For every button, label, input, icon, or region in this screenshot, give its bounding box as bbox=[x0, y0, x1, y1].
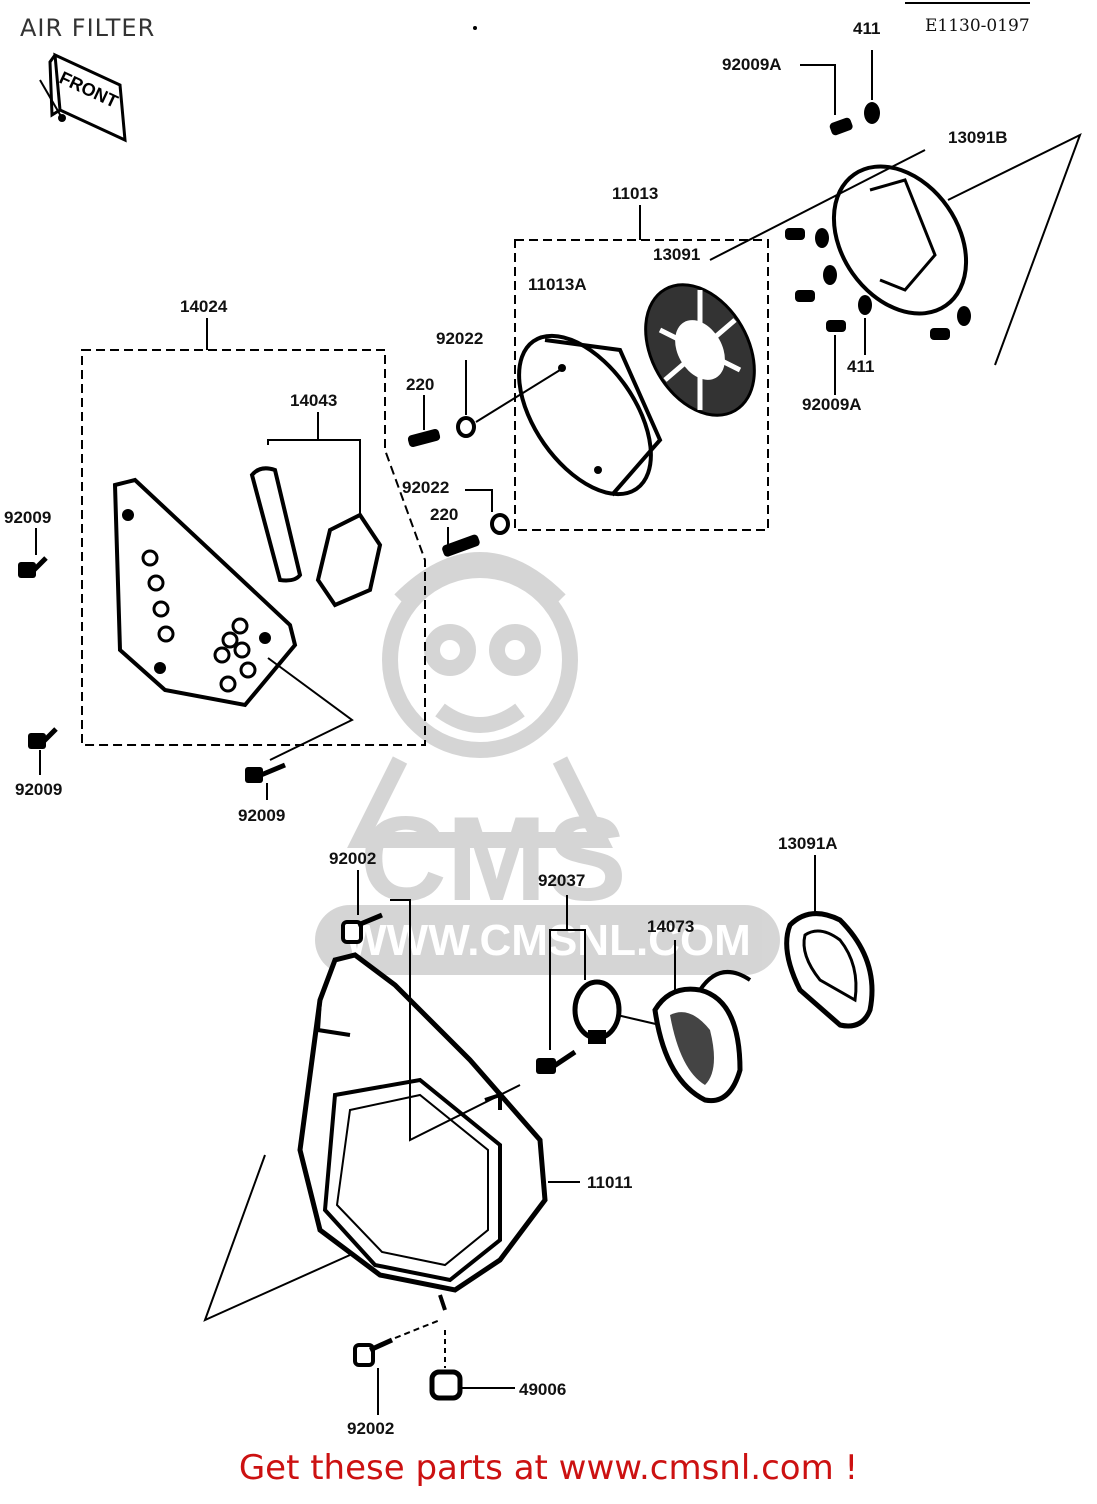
scan-dot bbox=[473, 26, 477, 30]
label-92022-upper: 92022 bbox=[436, 329, 483, 348]
label-92009-left-upper: 92009 bbox=[4, 508, 51, 527]
page-title: AIR FILTER bbox=[20, 14, 156, 42]
clamp-92037 bbox=[536, 895, 661, 1074]
plate-13091b bbox=[709, 132, 1082, 366]
front-direction-mark: FRONT bbox=[39, 52, 127, 143]
label-14043: 14043 bbox=[290, 391, 337, 410]
gasket-13091a bbox=[784, 855, 875, 1029]
label-92009-center: 92009 bbox=[238, 806, 285, 825]
label-92002-lower: 92002 bbox=[347, 1419, 394, 1438]
label-411-lower: 411 bbox=[847, 357, 874, 376]
label-92009a-lower: 92009A bbox=[802, 395, 862, 414]
part-labels: 411 92009A 13091B 11013 13091 11013A 140… bbox=[4, 19, 1008, 1438]
drawing-code: E1130-0197 bbox=[925, 16, 1030, 36]
label-220-upper: 220 bbox=[406, 375, 434, 394]
label-92037: 92037 bbox=[538, 871, 585, 890]
label-14073: 14073 bbox=[647, 917, 694, 936]
watermark-brand: CMS bbox=[360, 792, 627, 926]
bolt-set-middle bbox=[785, 228, 971, 395]
label-11011: 11011 bbox=[587, 1173, 632, 1192]
airbox-housing-11011 bbox=[203, 899, 580, 1322]
watermark-site: WWW.CMSNL.COM bbox=[345, 916, 751, 965]
bolts-92002 bbox=[341, 870, 441, 1415]
bracket-14024 bbox=[81, 349, 426, 746]
screws-92009 bbox=[18, 528, 286, 800]
pads-14043 bbox=[249, 412, 383, 608]
label-11013a: 11013A bbox=[528, 275, 587, 294]
cover-plate-14024 bbox=[112, 477, 354, 761]
label-13091a: 13091A bbox=[778, 834, 838, 853]
label-13091b: 13091B bbox=[948, 128, 1008, 147]
bolt-220-lower bbox=[442, 489, 510, 557]
label-92009a-top: 92009A bbox=[722, 55, 782, 74]
mascot-logo bbox=[347, 552, 613, 848]
label-92009-left-lower: 92009 bbox=[15, 780, 62, 799]
bracket-11013 bbox=[514, 239, 769, 531]
duct-14073 bbox=[652, 940, 752, 1104]
label-11013: 11013 bbox=[612, 184, 658, 203]
watermark: CMS WWW.CMSNL.COM bbox=[315, 552, 780, 975]
label-14024: 14024 bbox=[180, 297, 228, 316]
label-411-top: 411 bbox=[853, 19, 880, 38]
grommet-49006 bbox=[429, 1330, 515, 1401]
label-49006: 49006 bbox=[519, 1380, 566, 1399]
label-92002-upper: 92002 bbox=[329, 849, 376, 868]
label-13091: 13091 bbox=[653, 245, 700, 264]
label-92022-lower: 92022 bbox=[402, 478, 449, 497]
label-220-lower: 220 bbox=[430, 505, 458, 524]
bolt-220-upper bbox=[407, 360, 561, 448]
watermark-banner bbox=[315, 905, 780, 975]
footer-promo-link[interactable]: Get these parts at www.cmsnl.com ! bbox=[238, 1448, 859, 1488]
filter-frame-13091 bbox=[644, 283, 756, 417]
bolt-92009a-top bbox=[800, 50, 880, 136]
